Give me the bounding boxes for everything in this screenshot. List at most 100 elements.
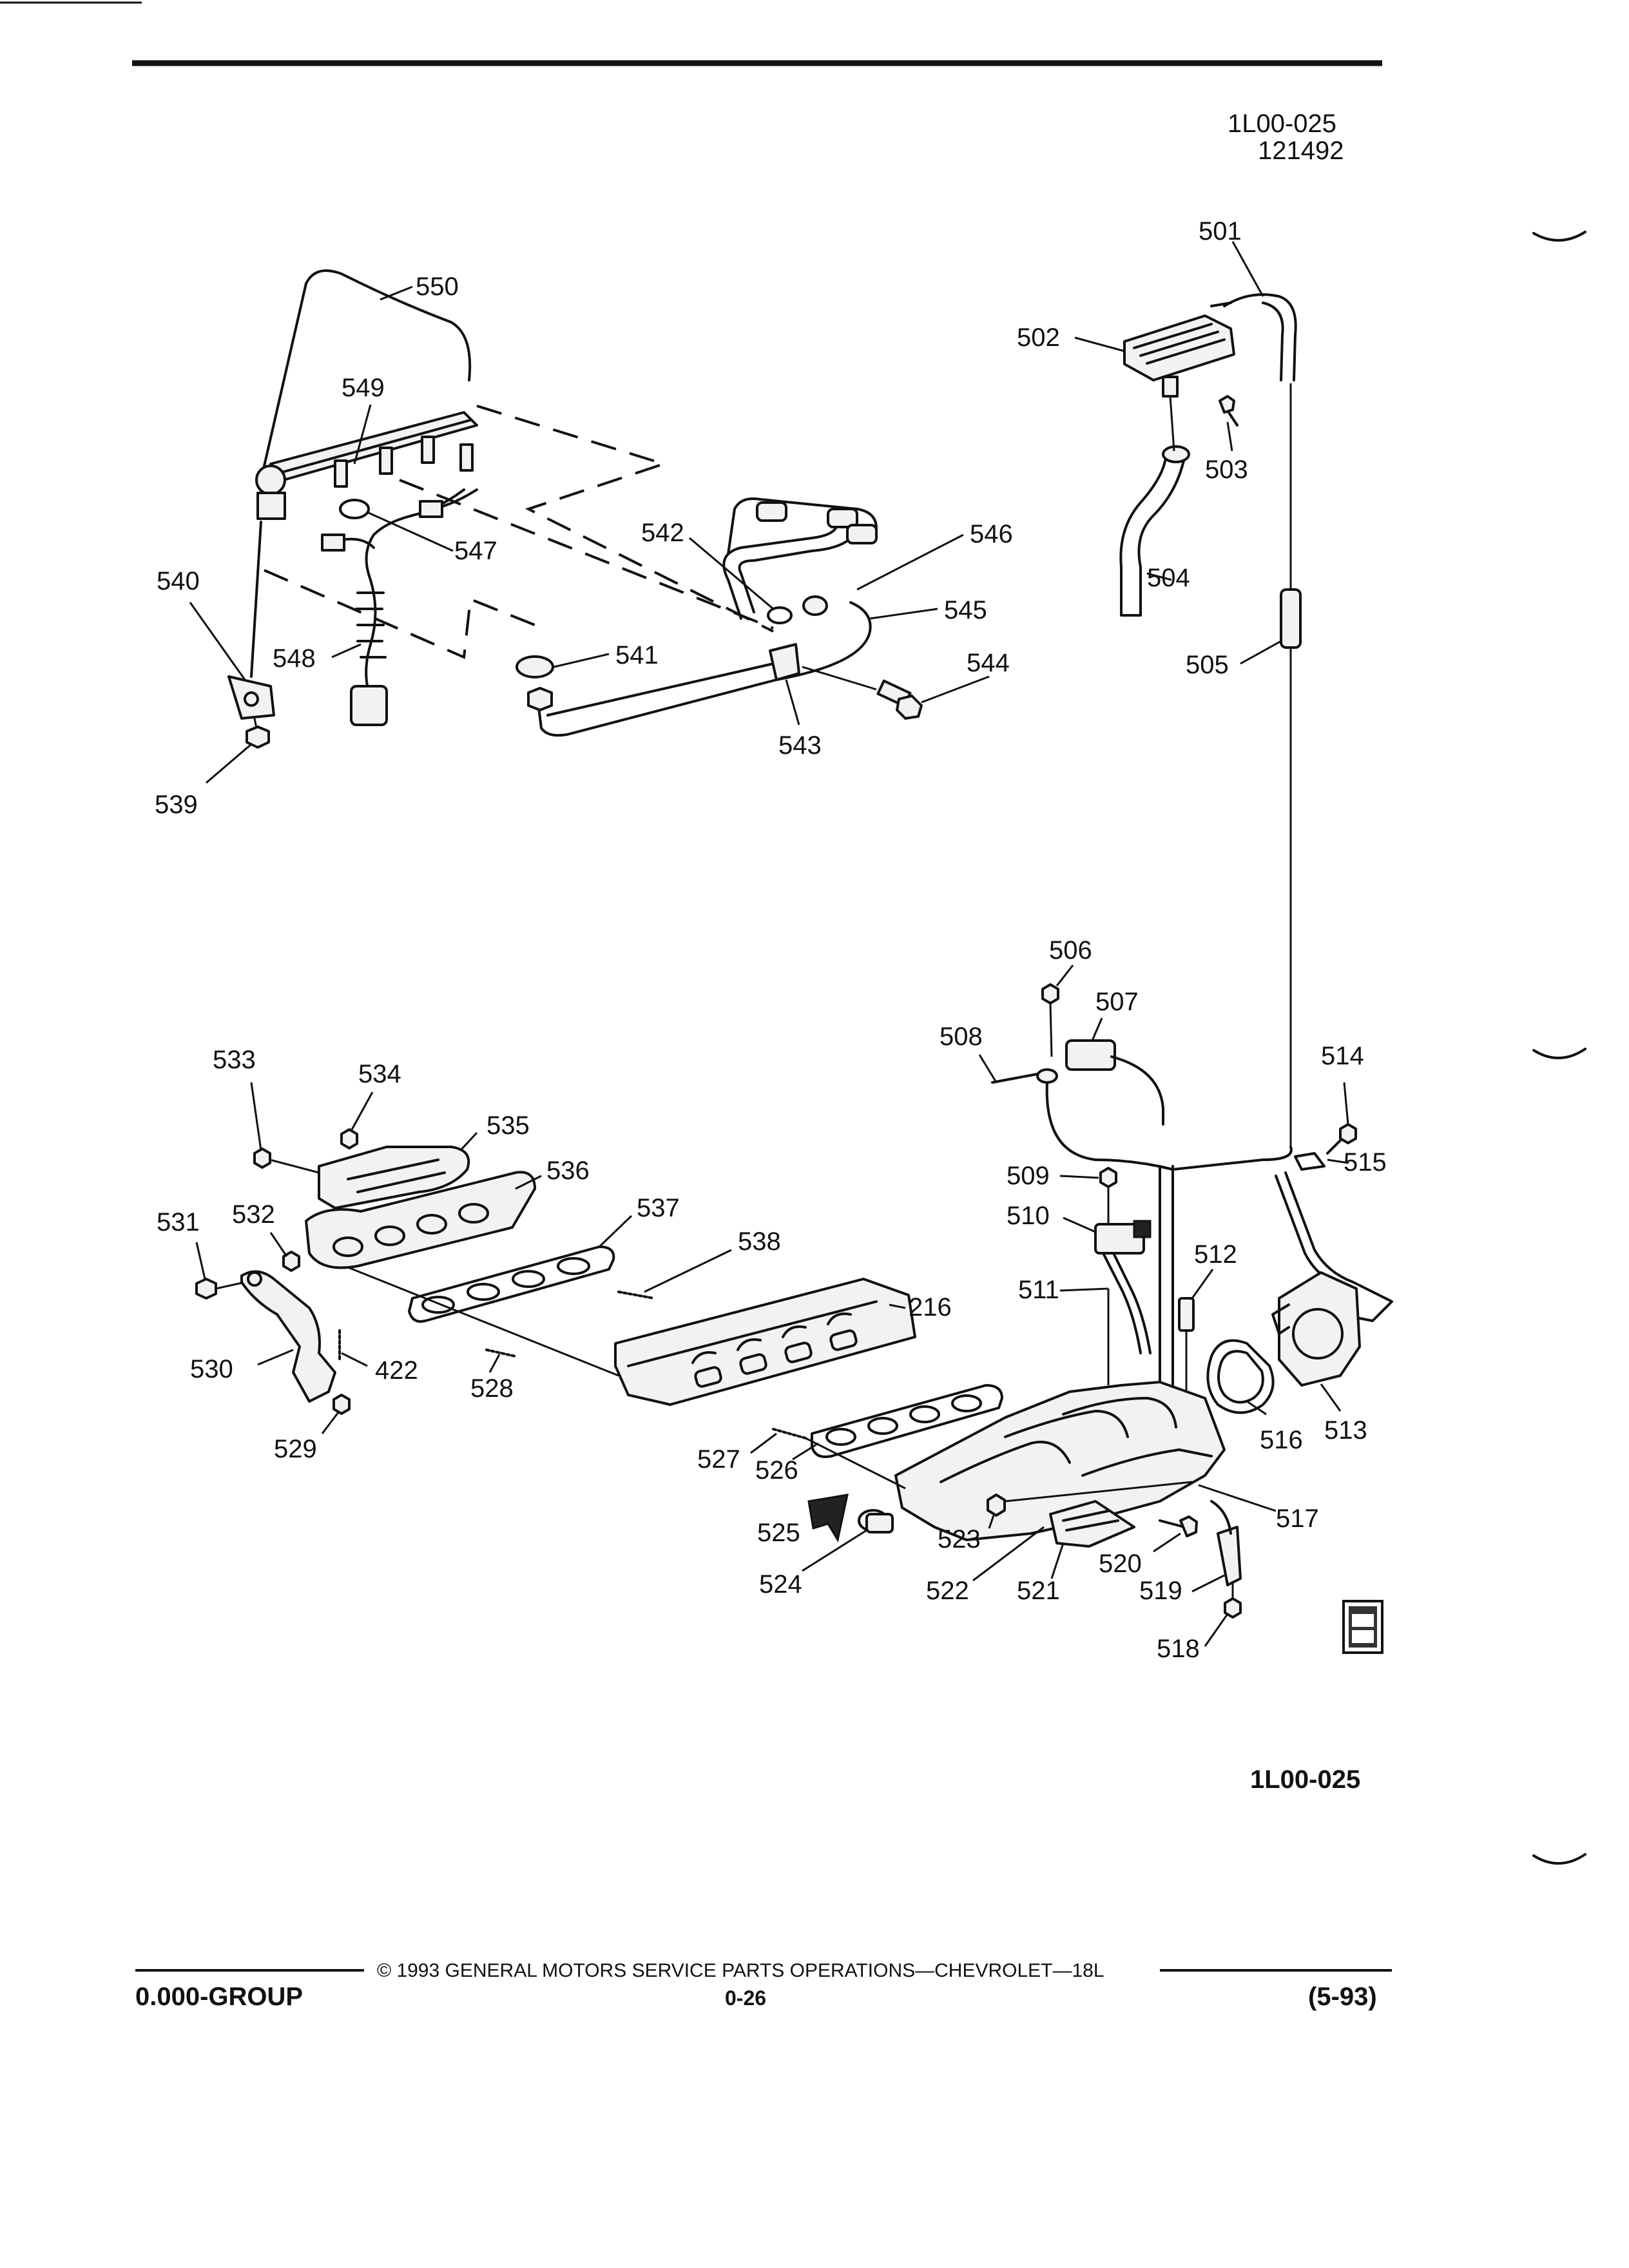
label-539: 539 bbox=[155, 791, 198, 819]
part-number-labels: 501 502 503 504 505 506 507 508 509 510 … bbox=[155, 217, 1387, 1663]
label-516: 516 bbox=[1260, 1426, 1303, 1454]
part-513-throttle-bore bbox=[1292, 1308, 1344, 1360]
label-550: 550 bbox=[416, 273, 459, 301]
leader-lines bbox=[189, 241, 1349, 1647]
label-503: 503 bbox=[1205, 456, 1248, 484]
vacuum-line-right bbox=[1171, 1146, 1293, 1171]
part-539-nut bbox=[246, 726, 270, 749]
part-536-manifold-port-1 bbox=[333, 1236, 363, 1257]
part-520-bolt bbox=[1159, 1519, 1186, 1528]
part-531-alignment-line bbox=[215, 1281, 246, 1290]
leader-515 bbox=[1327, 1158, 1349, 1164]
leader-513 bbox=[1320, 1383, 1342, 1412]
leader-507 bbox=[1091, 1017, 1103, 1041]
leader-526 bbox=[792, 1442, 819, 1461]
part-549-injector-1 bbox=[334, 459, 348, 488]
leader-530 bbox=[257, 1349, 294, 1366]
part-502-canister bbox=[1123, 314, 1235, 381]
label-535: 535 bbox=[487, 1111, 530, 1140]
part-216-cam-cover-line bbox=[627, 1300, 878, 1367]
part-537-exhaust-gasket bbox=[408, 1245, 615, 1323]
part-527-stud bbox=[772, 1428, 807, 1439]
binding-hole-mark-middle bbox=[1532, 1048, 1586, 1059]
part-503-screw-head bbox=[1219, 395, 1235, 414]
part-545-fuel-feed-pipe-inner bbox=[546, 662, 775, 716]
part-544-alignment-line bbox=[802, 666, 877, 691]
label-545: 545 bbox=[944, 596, 987, 624]
part-549-regulator-body bbox=[256, 492, 286, 520]
label-530: 530 bbox=[190, 1355, 233, 1383]
label-521: 521 bbox=[1017, 1577, 1060, 1605]
fuel-rail-assembly bbox=[227, 269, 478, 749]
label-505: 505 bbox=[1186, 651, 1229, 679]
part-517-runner-3 bbox=[1062, 1397, 1177, 1428]
part-507-valve-hose bbox=[1110, 1055, 1164, 1126]
part-534-bolt bbox=[340, 1128, 358, 1149]
part-533-alignment-line bbox=[269, 1158, 320, 1174]
label-532: 532 bbox=[232, 1200, 275, 1229]
leader-539 bbox=[206, 743, 252, 784]
label-524: 524 bbox=[759, 1570, 802, 1599]
part-501-hose bbox=[1223, 293, 1297, 381]
part-520-bolt-head bbox=[1179, 1515, 1198, 1537]
label-523: 523 bbox=[938, 1525, 981, 1553]
part-527-alignment-line bbox=[805, 1437, 906, 1490]
part-523-nut bbox=[987, 1494, 1006, 1517]
part-546-fitting-3 bbox=[846, 524, 878, 544]
alignment-dashed-line-2 bbox=[264, 569, 535, 659]
part-541-grommet bbox=[516, 655, 554, 678]
part-504-hose bbox=[1119, 450, 1187, 617]
label-510: 510 bbox=[1007, 1202, 1050, 1230]
label-528: 528 bbox=[470, 1374, 514, 1403]
part-216-port-2 bbox=[739, 1353, 767, 1375]
leader-537 bbox=[598, 1215, 633, 1248]
part-502-canister-ribs bbox=[1133, 323, 1226, 365]
part-546-fitting-2 bbox=[827, 508, 858, 528]
part-542-fitting bbox=[802, 595, 828, 616]
part-502-canister-port bbox=[1162, 376, 1179, 398]
leader-545 bbox=[869, 608, 938, 620]
leader-504 bbox=[1146, 572, 1172, 581]
label-547: 547 bbox=[454, 537, 497, 565]
part-216-cylinder-head bbox=[614, 1278, 916, 1406]
leader-520 bbox=[1153, 1532, 1181, 1553]
leader-529 bbox=[321, 1412, 340, 1434]
leader-533 bbox=[250, 1082, 262, 1151]
leader-514 bbox=[1343, 1082, 1349, 1125]
cylinder-head-assembly bbox=[195, 1128, 1003, 1490]
part-540-bracket-hole bbox=[244, 691, 259, 707]
part-545-fuel-feed-pipe bbox=[537, 601, 872, 737]
part-507-valve bbox=[1065, 1039, 1116, 1071]
gm-spo-logo bbox=[1342, 1600, 1383, 1654]
label-504: 504 bbox=[1147, 564, 1190, 592]
leader-521 bbox=[1050, 1542, 1065, 1579]
part-524-plug-body bbox=[865, 1513, 894, 1533]
part-504-hose-end bbox=[1162, 445, 1190, 463]
leader-516 bbox=[1246, 1400, 1267, 1416]
part-536-manifold-port-4 bbox=[458, 1203, 489, 1224]
part-517-runner-2 bbox=[1004, 1410, 1129, 1438]
part-517-plenum bbox=[1081, 1448, 1213, 1477]
part-540-bracket bbox=[227, 675, 275, 720]
label-506: 506 bbox=[1049, 936, 1092, 965]
label-514: 514 bbox=[1321, 1042, 1364, 1070]
leader-538 bbox=[644, 1249, 732, 1293]
part-216-ports bbox=[691, 1312, 852, 1364]
footer-group: 0.000-GROUP bbox=[135, 1983, 303, 2011]
part-517-intake-manifold bbox=[894, 1381, 1226, 1541]
part-537-gasket-port-3 bbox=[512, 1270, 545, 1288]
part-514-nut bbox=[1339, 1123, 1357, 1144]
part-216-port-4 bbox=[829, 1329, 858, 1351]
part-549-pressure-regulator bbox=[255, 465, 286, 495]
part-532-nut bbox=[282, 1251, 300, 1272]
part-526-gasket-port-3 bbox=[909, 1405, 940, 1423]
part-516-gasket bbox=[1206, 1339, 1275, 1414]
leader-505 bbox=[1240, 640, 1282, 665]
part-549-fuel-rail-ridge bbox=[276, 419, 472, 475]
leader-512 bbox=[1191, 1269, 1214, 1299]
label-542: 542 bbox=[641, 519, 684, 547]
leader-542 bbox=[689, 537, 774, 610]
label-502: 502 bbox=[1017, 323, 1060, 352]
leader-548 bbox=[331, 643, 361, 658]
label-522: 522 bbox=[926, 1577, 969, 1605]
